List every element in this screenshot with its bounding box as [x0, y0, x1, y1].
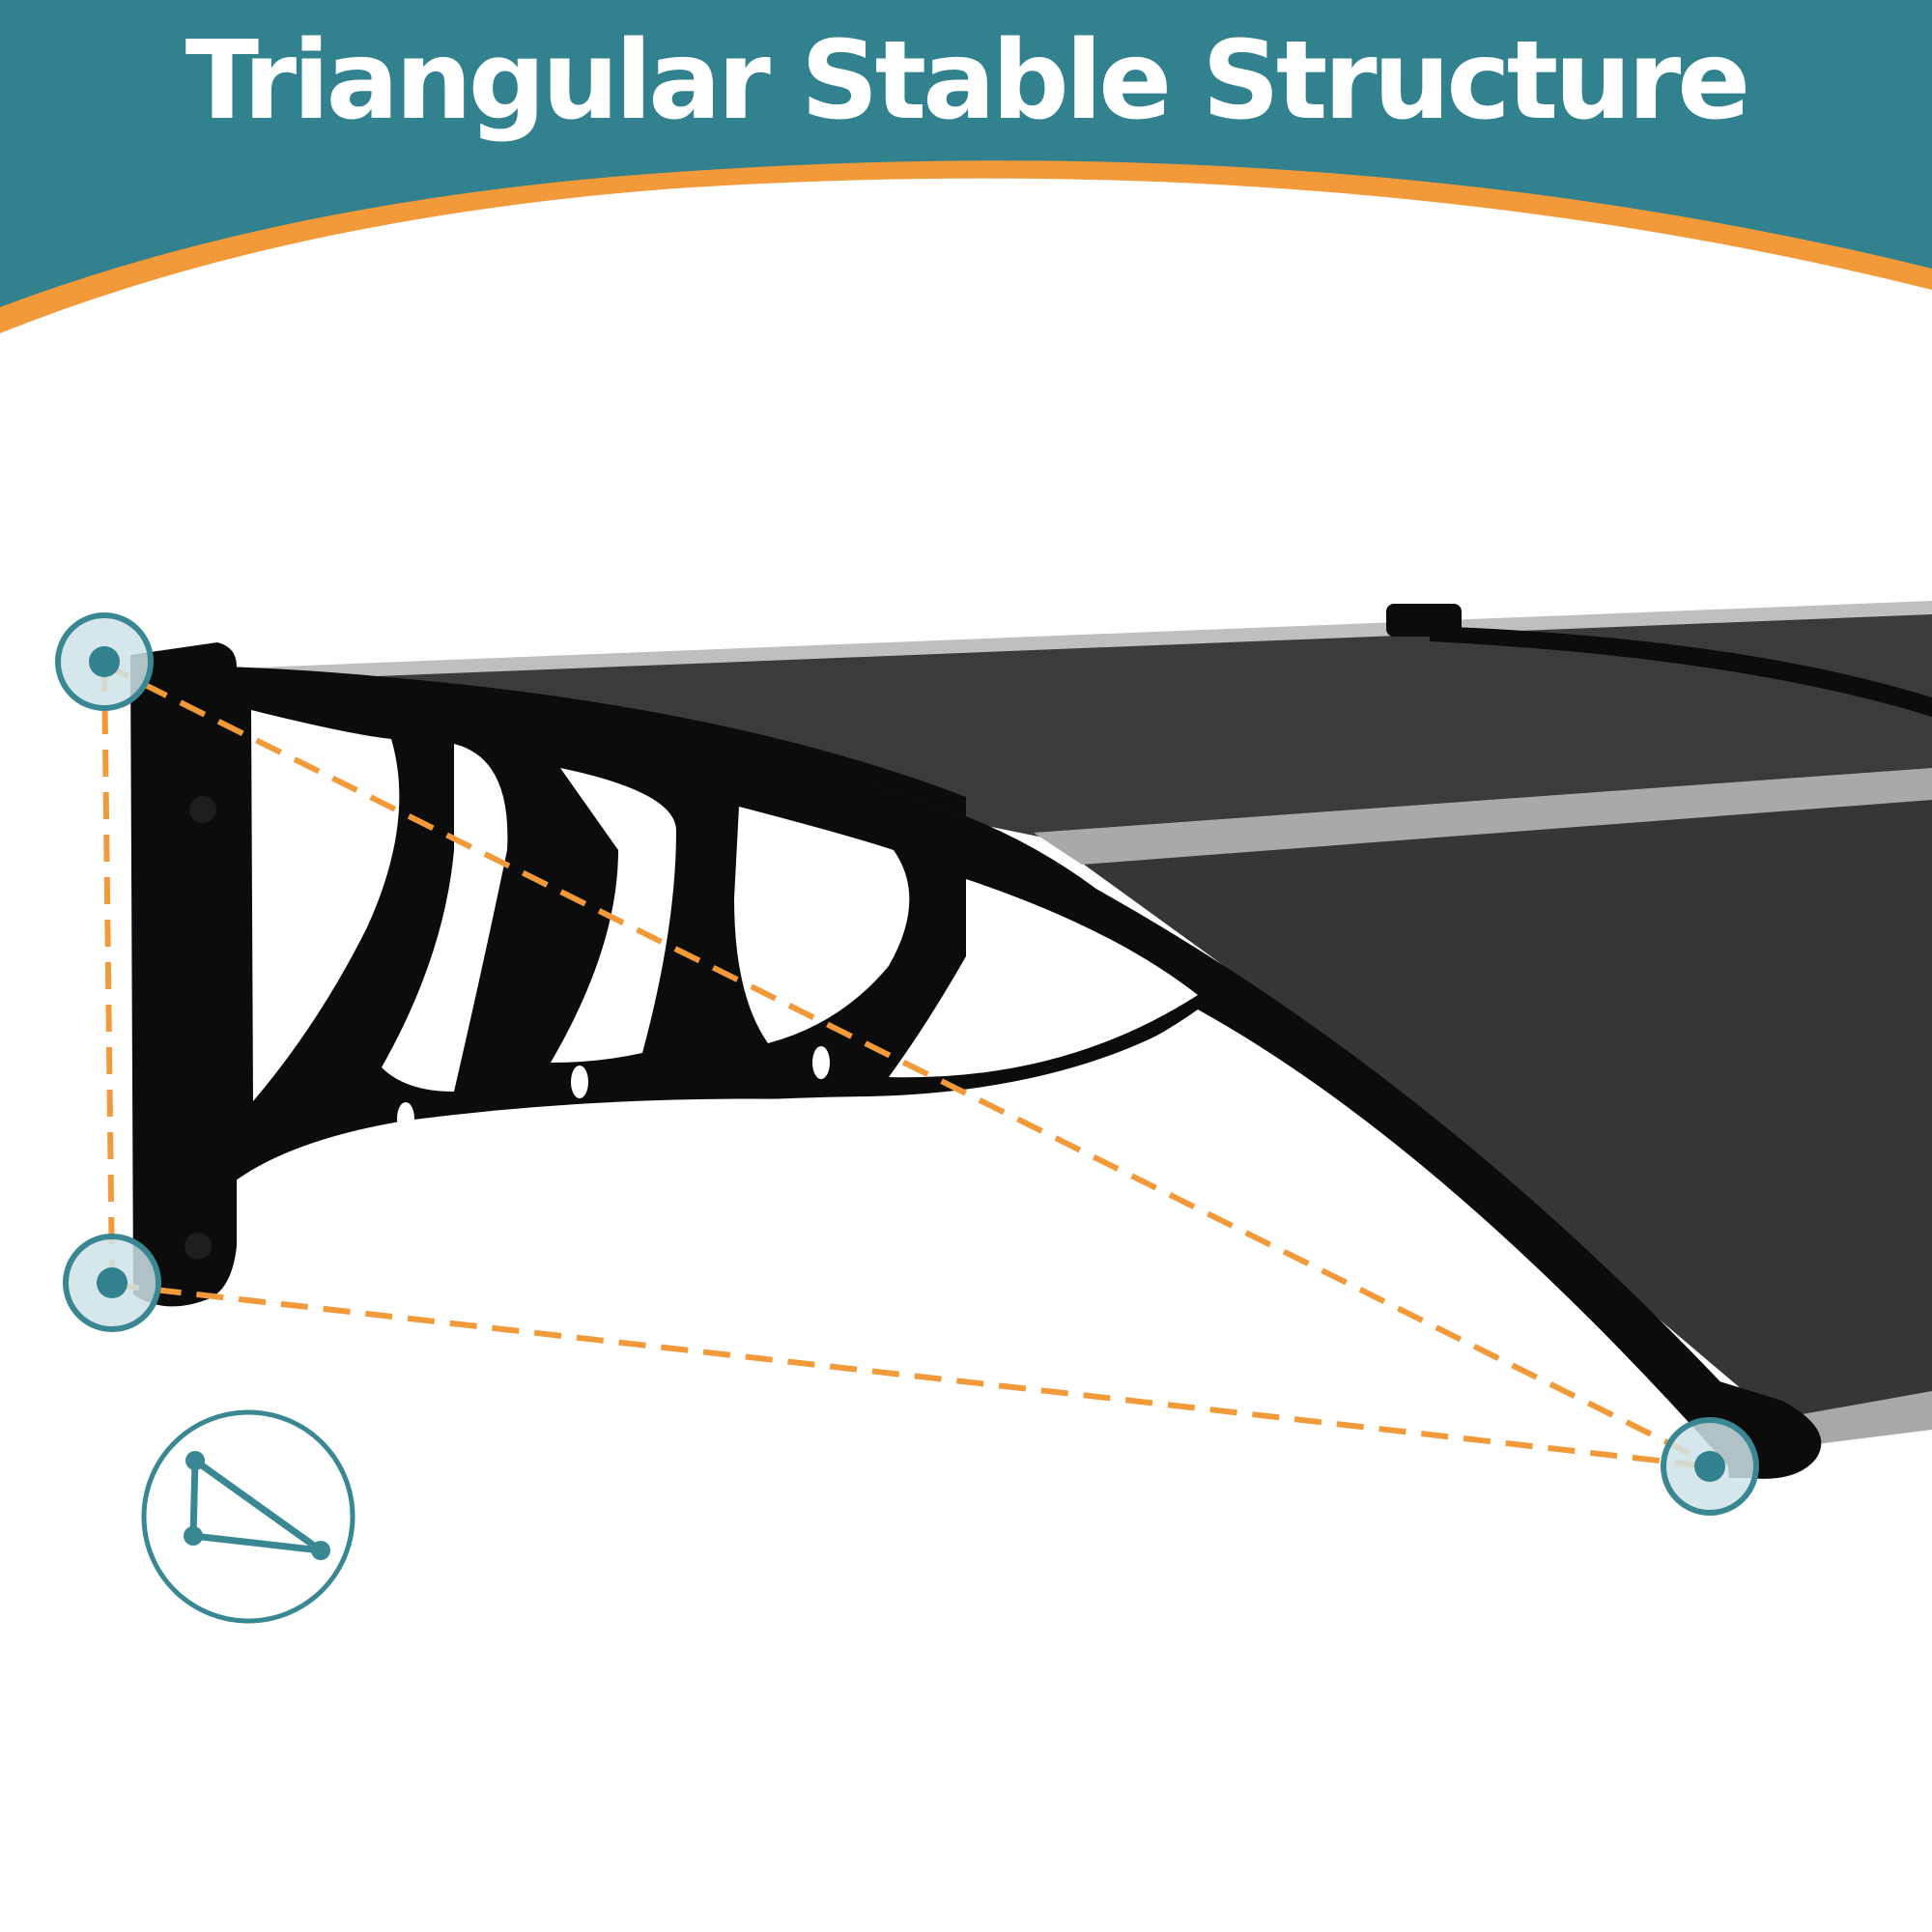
banner-teal-band — [0, 0, 1932, 307]
bottom-anchor-marker-icon — [63, 1234, 161, 1332]
canopy-panel-front — [1048, 773, 1932, 1428]
guide-line-bottom — [111, 1282, 1711, 1469]
anchor-markers — [55, 612, 1759, 1516]
triangle-structure-icon — [141, 1409, 355, 1624]
wall-screw-top — [189, 796, 216, 823]
wall-screw-bottom — [185, 1233, 212, 1260]
canopy-top-edge — [232, 601, 1932, 682]
canopy-roof — [232, 601, 1932, 1444]
wall-plate — [130, 642, 237, 1307]
tip-marker-icon — [1661, 1417, 1759, 1516]
cutout-1 — [251, 710, 400, 1101]
canopy-front-edge — [1797, 1391, 1932, 1444]
mounting-hole-2 — [571, 1065, 588, 1098]
mounting-hole-3 — [812, 1046, 830, 1079]
guide-line-vertical — [101, 664, 115, 1276]
cutout-lower-band — [242, 1019, 1188, 1208]
cutout-2 — [382, 744, 508, 1092]
far-bracket-arm — [1430, 626, 1932, 717]
mounting-hole-1 — [397, 1102, 414, 1135]
page-title: Triangular Stable Structure — [185, 18, 1747, 144]
header-banner: Triangular Stable Structure — [0, 0, 1932, 333]
cutout-4 — [734, 807, 910, 1043]
triangle-guide-lines — [101, 662, 1712, 1469]
bracket-cutouts — [185, 710, 1198, 1260]
guide-line-diagonal — [102, 662, 1712, 1466]
cutout-5 — [889, 879, 1198, 1078]
canopy-middle-profile — [1034, 768, 1932, 865]
top-anchor-marker-icon — [55, 612, 154, 711]
